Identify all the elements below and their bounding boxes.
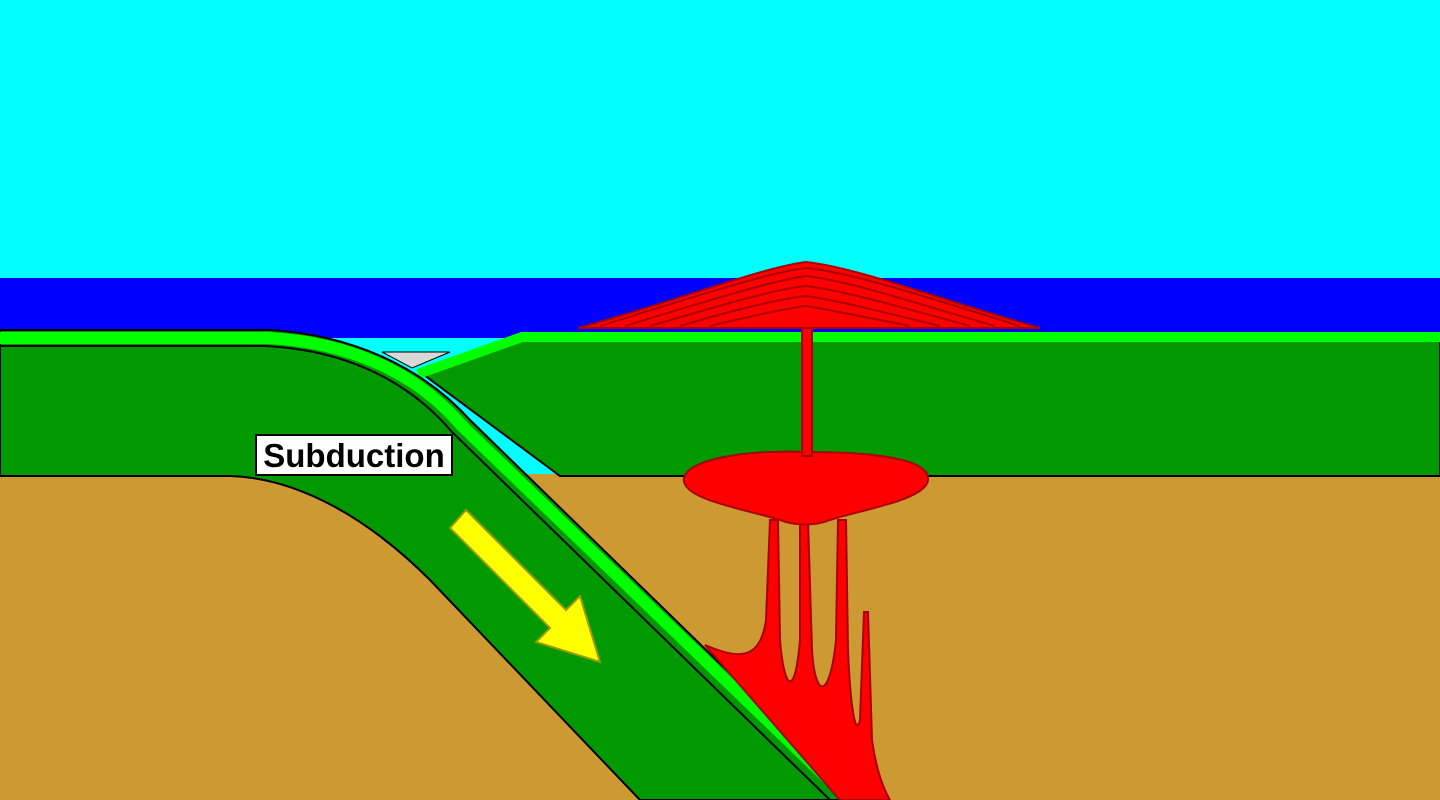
subducting-plate-surface-outline bbox=[0, 345, 831, 800]
subduction-direction-arrow-icon bbox=[448, 508, 602, 664]
overriding-plate-surface bbox=[416, 332, 1440, 379]
subduction-label: Subduction bbox=[255, 434, 453, 476]
subducting-plate-surface bbox=[0, 332, 855, 800]
subducting-plate bbox=[0, 329, 862, 800]
volcano-cone bbox=[577, 260, 1041, 329]
sky bbox=[0, 0, 1440, 280]
slab-melt bbox=[704, 519, 892, 800]
magma-chamber bbox=[682, 450, 930, 526]
volcano-layers bbox=[599, 266, 1021, 327]
trench-sediment bbox=[381, 351, 451, 369]
overriding-plate bbox=[417, 335, 1440, 477]
